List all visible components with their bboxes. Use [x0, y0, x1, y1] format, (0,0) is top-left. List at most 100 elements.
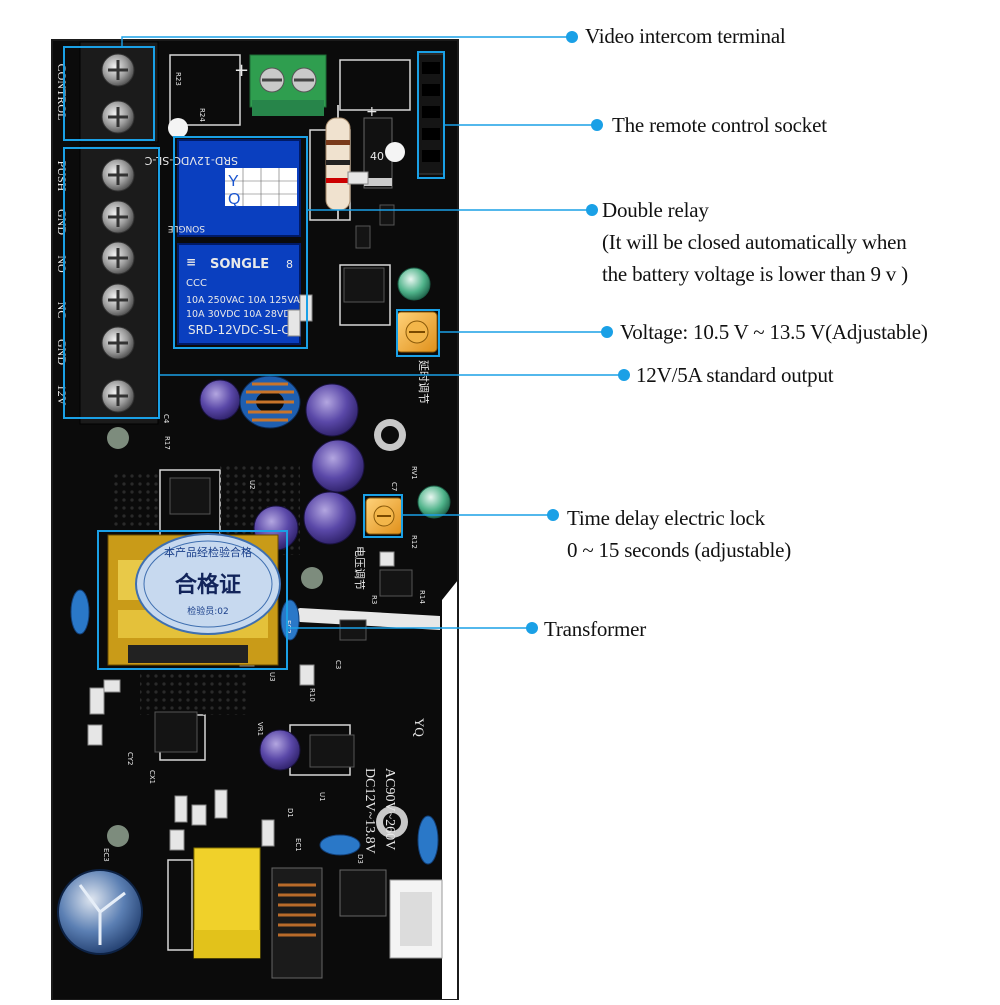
ac-input-connector — [389, 879, 443, 959]
terminal-label: NO — [55, 255, 69, 273]
component-designator: VR1 — [256, 722, 264, 736]
voltage-potentiometer — [396, 311, 438, 353]
svg-text:延时调节: 延时调节 — [417, 360, 430, 404]
component-designator: R10 — [308, 688, 316, 702]
label-time-delay-lock: Time delay electric lock — [567, 506, 765, 530]
green-power-connector — [249, 54, 327, 116]
x-capacitor — [193, 847, 261, 959]
component-designator: CX1 — [148, 770, 156, 784]
label-transformer: Transformer — [544, 617, 647, 641]
component-designator: U3 — [268, 672, 276, 682]
svg-text:8: 8 — [286, 258, 293, 271]
leader-lines — [121, 36, 624, 629]
component-designator: D1 — [286, 808, 294, 818]
component-designator: C7 — [390, 482, 398, 491]
component-designator: EC3 — [102, 848, 110, 862]
terminal-label: GND — [55, 209, 69, 235]
component-designator: R14 — [418, 590, 426, 604]
dot-video — [566, 31, 578, 43]
box-video — [63, 46, 155, 141]
svg-text:本产品经检验合格: 本产品经检验合格 — [164, 545, 252, 559]
svg-text:+: + — [366, 104, 378, 120]
svg-text:CCC: CCC — [186, 278, 207, 289]
relay-top: Y Q SRD-12VDC-SL-C SONGLE — [144, 139, 301, 237]
component-designator: R17 — [163, 436, 171, 450]
label-double-relay-note-1: (It will be closed automatically when — [602, 230, 907, 254]
component-designator: U2 — [248, 480, 256, 490]
svg-text:SRD-12VDC-SL-C: SRD-12VDC-SL-C — [188, 323, 290, 337]
svg-text:电压调节: 电压调节 — [353, 546, 366, 590]
component-designator: R3 — [370, 595, 378, 604]
component-designator: R23 — [174, 72, 182, 86]
relay-bottom: ≡ SONGLE 8 CCC 10A 250VAC 10A 125VAC 10A… — [177, 243, 307, 345]
svg-text:10A 30VDC 10A 28VDC: 10A 30VDC 10A 28VDC — [186, 309, 298, 320]
svg-text:10A 250VAC 10A 125VAC: 10A 250VAC 10A 125VAC — [186, 295, 307, 306]
dot-relay — [586, 204, 598, 216]
common-mode-choke — [271, 867, 323, 979]
leader-video — [121, 36, 572, 47]
remote-socket-header — [417, 53, 445, 175]
mounting-holes — [107, 419, 408, 847]
svg-text:AC90V~260V: AC90V~260V — [382, 768, 397, 850]
box-output — [63, 147, 160, 419]
component-designator: R24 — [198, 108, 206, 122]
ic-chip-u1 — [309, 734, 355, 768]
toroid-inductor — [239, 375, 301, 429]
transformer: 本产品经检验合格 合格证 检验员:02 — [107, 533, 281, 666]
svg-text:SRD-12VDC-SL-C: SRD-12VDC-SL-C — [144, 154, 238, 167]
svg-text:SONGLE: SONGLE — [167, 223, 205, 233]
ic-chip-u5 — [343, 267, 385, 303]
dot-transformer — [526, 622, 538, 634]
label-remote-control-socket: The remote control socket — [612, 113, 827, 137]
box-voltage — [396, 309, 440, 357]
dot-output — [618, 369, 630, 381]
fuse — [339, 869, 387, 917]
terminal-label: NC — [55, 302, 69, 319]
component-designator: CY2 — [126, 752, 134, 766]
dot-lock — [547, 509, 559, 521]
svg-text:+: + — [234, 60, 249, 81]
svg-text:SONGLE: SONGLE — [210, 257, 269, 272]
component-designator: C4 — [162, 414, 170, 424]
box-transformer — [97, 530, 288, 670]
terminal-block — [79, 41, 159, 425]
svg-text:检验员:02: 检验员:02 — [187, 605, 229, 617]
dot-voltage — [601, 326, 613, 338]
dot-remote — [591, 119, 603, 131]
svg-text:合格证: 合格证 — [175, 572, 241, 598]
regulator — [169, 477, 211, 515]
terminal-label: CONTROL — [55, 64, 69, 121]
ic-chip-u3 — [379, 569, 413, 597]
callout-boxes — [63, 46, 445, 670]
svg-text:YQ: YQ — [412, 718, 427, 737]
svg-text:DC12V~13.8V: DC12V~13.8V — [362, 768, 377, 854]
power-resistor — [325, 105, 351, 220]
leader-dots — [526, 31, 630, 634]
component-designator: RV1 — [410, 466, 418, 480]
component-designator: D3 — [356, 854, 364, 864]
terminal-label: PUSH — [55, 161, 69, 192]
diode: 40 — [363, 117, 393, 189]
mosfet-q2 — [154, 711, 198, 753]
box-lock — [363, 494, 403, 538]
terminal-label: GND — [55, 339, 69, 365]
label-double-relay: Double relay — [602, 198, 709, 222]
label-video-intercom-terminal: Video intercom terminal — [585, 24, 786, 48]
svg-text:≡: ≡ — [186, 255, 196, 269]
label-voltage: Voltage: 10.5 V ~ 13.5 V(Adjustable) — [620, 320, 928, 344]
component-designator: EC1 — [294, 838, 302, 852]
svg-text:40: 40 — [370, 150, 384, 163]
label-standard-output: 12V/5A standard output — [636, 363, 834, 387]
component-designator: R12 — [410, 535, 418, 549]
box-relay — [173, 136, 308, 349]
label-double-relay-note-2: the battery voltage is lower than 9 v ) — [602, 262, 908, 286]
component-designator: C3 — [334, 660, 342, 669]
svg-text:Q: Q — [228, 191, 240, 208]
svg-text:Y: Y — [228, 173, 239, 190]
terminal-label: 12V — [55, 385, 69, 406]
component-designator: U1 — [318, 792, 326, 802]
box-remote — [417, 51, 445, 179]
label-time-delay-range: 0 ~ 15 seconds (adjustable) — [567, 538, 792, 562]
